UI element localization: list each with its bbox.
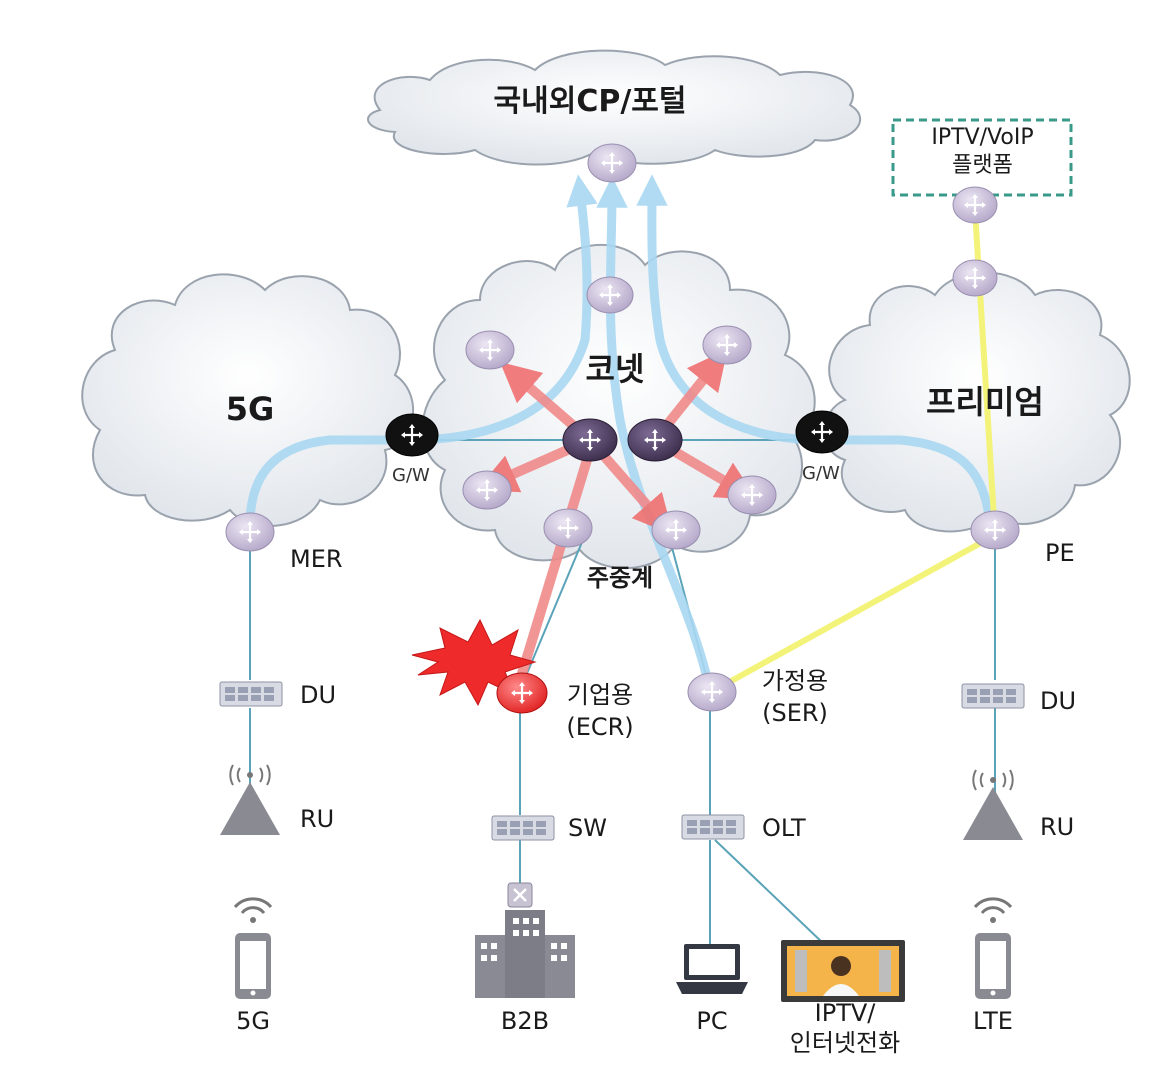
endpoint-5g-label: 5G <box>236 1007 270 1035</box>
router-transit-left <box>543 508 593 548</box>
cloud-5g-title: 5G <box>225 390 275 428</box>
router-kornet-right-upper <box>702 325 752 365</box>
olt-icon <box>681 814 745 840</box>
cloud-premium <box>823 271 1131 533</box>
cloud-kornet-title: 코넷 <box>585 350 645 388</box>
cloud-cp-portal <box>367 49 862 166</box>
router-cp <box>587 143 637 183</box>
gateway-left-label: G/W <box>392 465 430 486</box>
router-kornet-right-lower <box>727 475 777 515</box>
ser-label-line2: (SER) <box>762 699 828 727</box>
router-kornet-left-lower <box>462 470 512 510</box>
router-core-left <box>562 418 618 462</box>
smartphone-lte-icon <box>973 897 1013 999</box>
du-left-icon <box>219 681 283 707</box>
router-premium-upper <box>952 259 998 297</box>
ru-left-icon <box>220 764 280 835</box>
laptop-pc-icon <box>676 944 748 994</box>
endpoint-pc-label: PC <box>696 1007 728 1035</box>
gateway-right-label: G/W <box>802 463 840 484</box>
router-platform <box>952 186 998 224</box>
router-transit-right <box>651 510 701 550</box>
cloud-transit-title: 주중계 <box>586 564 654 592</box>
router-pe <box>970 510 1020 550</box>
tv-iptv-icon <box>781 940 905 1002</box>
platform-box <box>891 118 1073 197</box>
router-kornet-left-upper <box>465 330 515 370</box>
router-gw-right <box>795 410 849 454</box>
platform-label-line1: IPTV/VoIP <box>931 125 1034 150</box>
router-mer <box>225 512 275 552</box>
du-right-icon <box>961 683 1025 709</box>
ecr-label-line1: 기업용 <box>566 681 634 709</box>
mer-label: MER <box>290 545 343 573</box>
cloud-premium-title: 프리미엄 <box>926 383 1044 421</box>
sw-label: SW <box>568 814 607 842</box>
ser-label-line1: 가정용 <box>761 667 829 695</box>
blue-traffic-flows <box>245 174 995 695</box>
router-ser <box>687 672 737 712</box>
endpoint-lte-label: LTE <box>973 1007 1013 1035</box>
endpoint-iptv-label-line1: IPTV/ <box>814 999 876 1027</box>
b2b-buildings-icon <box>475 910 575 998</box>
endpoint-b2b-label: B2B <box>500 1007 550 1035</box>
du-right-label: DU <box>1040 687 1077 715</box>
du-left-label: DU <box>300 681 337 709</box>
cloud-cp-portal-title: 국내외CP/포털 <box>493 84 687 119</box>
ru-right-icon <box>963 769 1023 840</box>
sw-icon <box>491 815 555 841</box>
endpoint-iptv-label-line2: 인터넷전화 <box>789 1029 901 1057</box>
router-ecr-failed <box>496 672 548 714</box>
ru-left-label: RU <box>300 805 335 833</box>
platform-label-line2: 플랫폼 <box>952 153 1013 178</box>
cloud-5g <box>81 273 414 527</box>
pe-label: PE <box>1045 539 1075 567</box>
smartphone-5g-icon <box>233 897 273 999</box>
ecr-label-line2: (ECR) <box>566 713 634 741</box>
olt-label: OLT <box>762 814 806 842</box>
router-core-right <box>627 418 683 462</box>
router-kornet-top <box>586 276 634 314</box>
ru-right-label: RU <box>1040 813 1075 841</box>
router-gw-left <box>385 413 439 457</box>
b2b-switch-icon <box>507 882 533 908</box>
